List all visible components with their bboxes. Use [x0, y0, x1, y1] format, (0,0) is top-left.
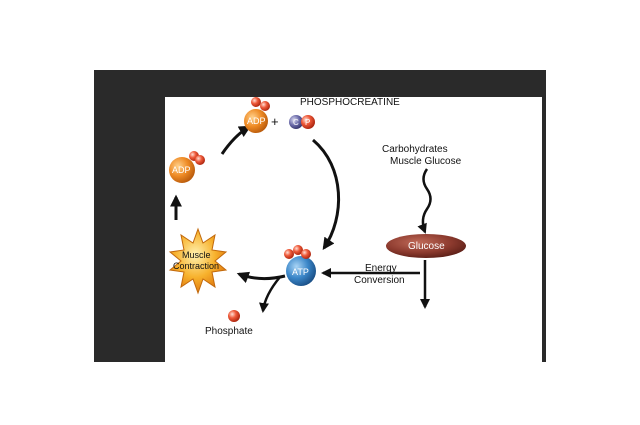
arc-to-phosphate	[259, 276, 281, 313]
phosphate-ball	[260, 101, 270, 111]
arc-atp-to-muscle	[236, 271, 286, 284]
phosphate-ball	[301, 249, 311, 259]
muscle-contraction-starburst: Muscle Contraction	[168, 227, 228, 295]
creatine-label: C	[293, 118, 299, 127]
phosphocreatine-diagram: PHOSPHOCREATINE ADP + C	[168, 97, 466, 337]
phosphate-ball	[251, 97, 261, 107]
dark-frame: PHOSPHOCREATINE ADP + C	[94, 70, 546, 364]
arc-adp-to-adp-top	[220, 125, 252, 155]
arc-creatine-to-atp	[312, 138, 341, 250]
phosphate-label: P	[305, 118, 310, 127]
energy-label-line1: Energy	[365, 263, 397, 274]
title-phosphocreatine: PHOSPHOCREATINE	[300, 97, 400, 108]
glucose-ellipse	[386, 234, 466, 258]
muscle-label-line1: Muscle	[182, 250, 211, 260]
phosphate-ball	[284, 249, 294, 259]
carbohydrates-label-line2: Muscle Glucose	[390, 156, 462, 167]
plus-sign: +	[271, 114, 279, 129]
diagram-panel: PHOSPHOCREATINE ADP + C	[165, 97, 542, 364]
phosphate-ball	[293, 245, 303, 255]
adp-left-label: ADP	[172, 165, 191, 175]
phosphate-ball	[195, 155, 205, 165]
atp-molecule: ATP	[284, 245, 316, 286]
adp-left-molecule: ADP	[169, 151, 205, 183]
free-phosphate-ball	[228, 310, 240, 322]
glucose-label: Glucose	[408, 241, 445, 252]
muscle-label-line2: Contraction	[173, 261, 219, 271]
carbohydrates-label-line1: Carbohydrates	[382, 144, 448, 155]
phosphate-text: Phosphate	[205, 326, 253, 337]
adp-top-molecule: ADP	[244, 97, 270, 133]
energy-label-line2: Conversion	[354, 275, 405, 286]
starburst-icon	[168, 227, 228, 295]
adp-top-label: ADP	[247, 116, 266, 126]
atp-label: ATP	[292, 267, 309, 277]
creatine-phosphate-molecule: C P	[289, 115, 315, 129]
squiggle-arrow	[417, 168, 432, 234]
